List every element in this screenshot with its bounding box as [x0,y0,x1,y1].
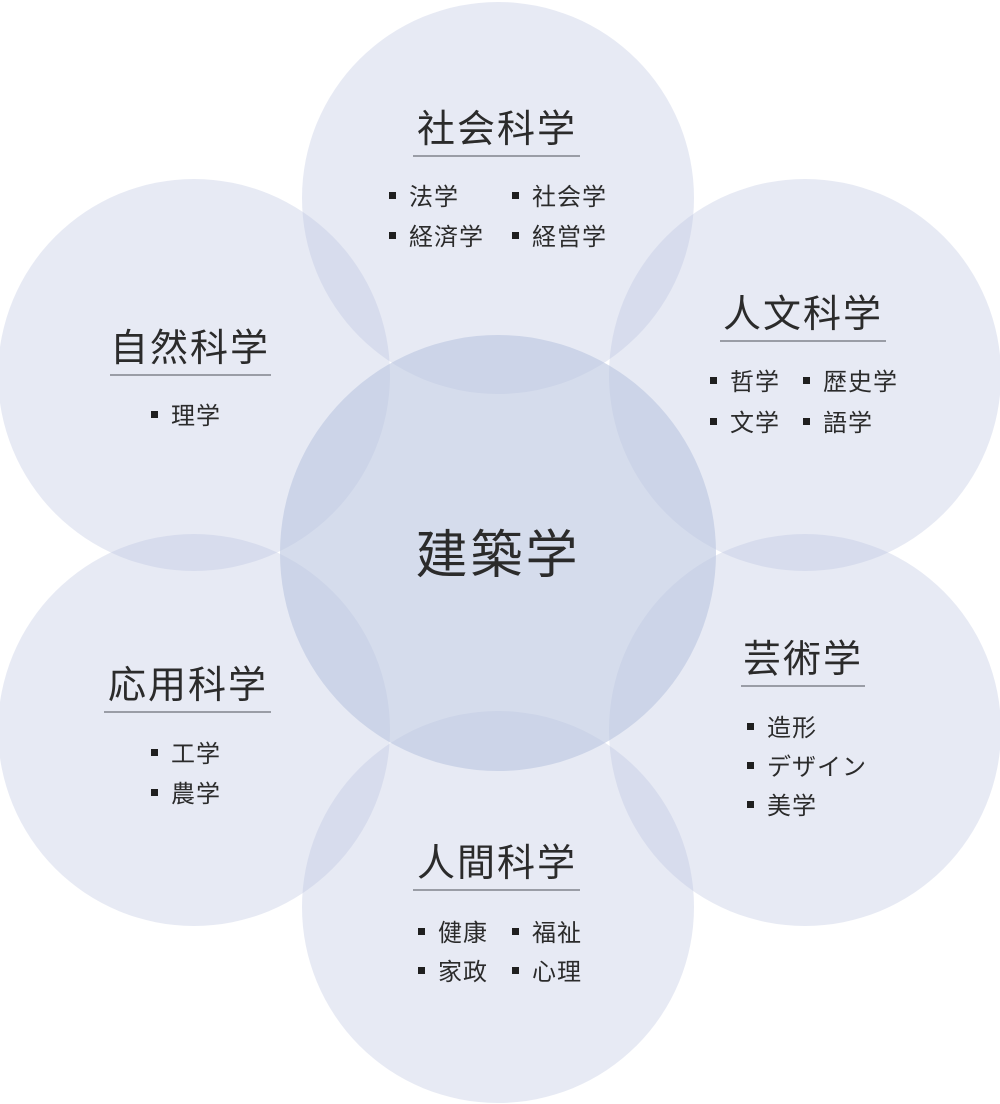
field-geijutsu: 芸術学 造形 デザイン 美学 [741,637,867,820]
field-ouyou: 応用科学 工学 農学 [104,663,271,808]
bullet-icon [710,418,717,425]
list-item: 経営学 [532,223,607,251]
list-item: 文学 [730,409,780,437]
bullet-icon [389,232,396,239]
circle-shakai [302,2,694,394]
list-item: 経済学 [409,223,484,251]
list-item: 造形 [767,714,817,742]
bullet-icon [389,192,396,199]
circle-center [280,335,716,771]
list-item: 法学 [409,183,459,211]
circle-ningen [302,711,694,1103]
bullet-icon [803,418,810,425]
bullet-icon [418,928,425,935]
list-item: 家政 [438,958,488,986]
bullet-icon [512,967,519,974]
bullet-icon [151,411,158,418]
list-item: 理学 [171,402,221,430]
list-item: 歴史学 [823,368,898,396]
field-shakai: 社会科学 法学 社会学 経済学 経営学 [389,107,607,251]
field-shizen: 自然科学 理学 [110,326,271,430]
field-title: 自然科学 [110,326,270,370]
bullet-icon [747,723,754,730]
field-title: 社会科学 [417,107,577,151]
bullet-icon [747,762,754,769]
bullet-icon [151,789,158,796]
bullet-icon [710,377,717,384]
list-item: 社会学 [532,183,607,211]
bullet-icon [803,377,810,384]
field-jinbun: 人文科学 哲学 歴史学 文学 語学 [710,292,898,437]
list-item: 工学 [171,740,221,768]
center-title: 建築学 [415,526,580,586]
bullet-icon [151,749,158,756]
list-item: 語学 [823,409,873,437]
field-title: 人間科学 [417,841,577,885]
circle-geijutsu [609,534,1000,926]
bullet-icon [512,232,519,239]
field-title: 芸術学 [743,637,863,681]
circle-jinbun [609,179,1000,571]
bullet-icon [747,801,754,808]
field-title: 応用科学 [108,663,268,707]
list-item: 美学 [767,792,817,820]
bullet-icon [512,928,519,935]
list-item: 健康 [438,919,488,947]
bullet-icon [418,967,425,974]
field-title: 人文科学 [723,292,883,336]
list-item: 農学 [171,780,221,808]
list-item: 哲学 [730,368,780,396]
field-ningen: 人間科学 健康 福祉 家政 心理 [413,841,582,986]
list-item: 福祉 [532,919,582,947]
circle-ouyou [0,534,390,926]
bullet-icon [512,192,519,199]
list-item: デザイン [767,753,867,781]
list-item: 心理 [532,958,582,986]
